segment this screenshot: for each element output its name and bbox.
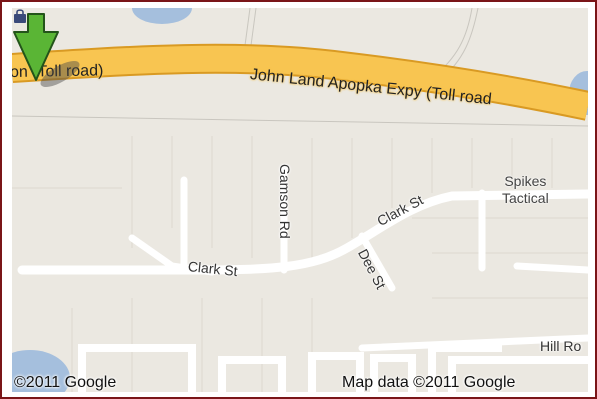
map-layer bbox=[12, 8, 588, 392]
copyright-text: ©2011 Google bbox=[14, 374, 117, 391]
map-data-attribution[interactable]: Map data ©2011 Google bbox=[342, 374, 516, 391]
poi-name-line1: Spikes bbox=[504, 173, 547, 189]
poi-name-line2: Tactical bbox=[502, 190, 549, 206]
map-canvas[interactable]: on (Toll road) John Land Apopka Expy (To… bbox=[12, 8, 588, 392]
shopping-bag-icon bbox=[14, 9, 26, 23]
street-label-gamson-rd: Gamson Rd bbox=[277, 164, 293, 239]
water-body bbox=[132, 8, 192, 24]
street-label-hill-rd: Hill Ro bbox=[540, 338, 582, 354]
water-body bbox=[12, 350, 70, 392]
green-arrow-marker-icon[interactable] bbox=[12, 8, 82, 88]
poi-spikes-tactical[interactable]: Spikes Tactical bbox=[502, 173, 549, 207]
